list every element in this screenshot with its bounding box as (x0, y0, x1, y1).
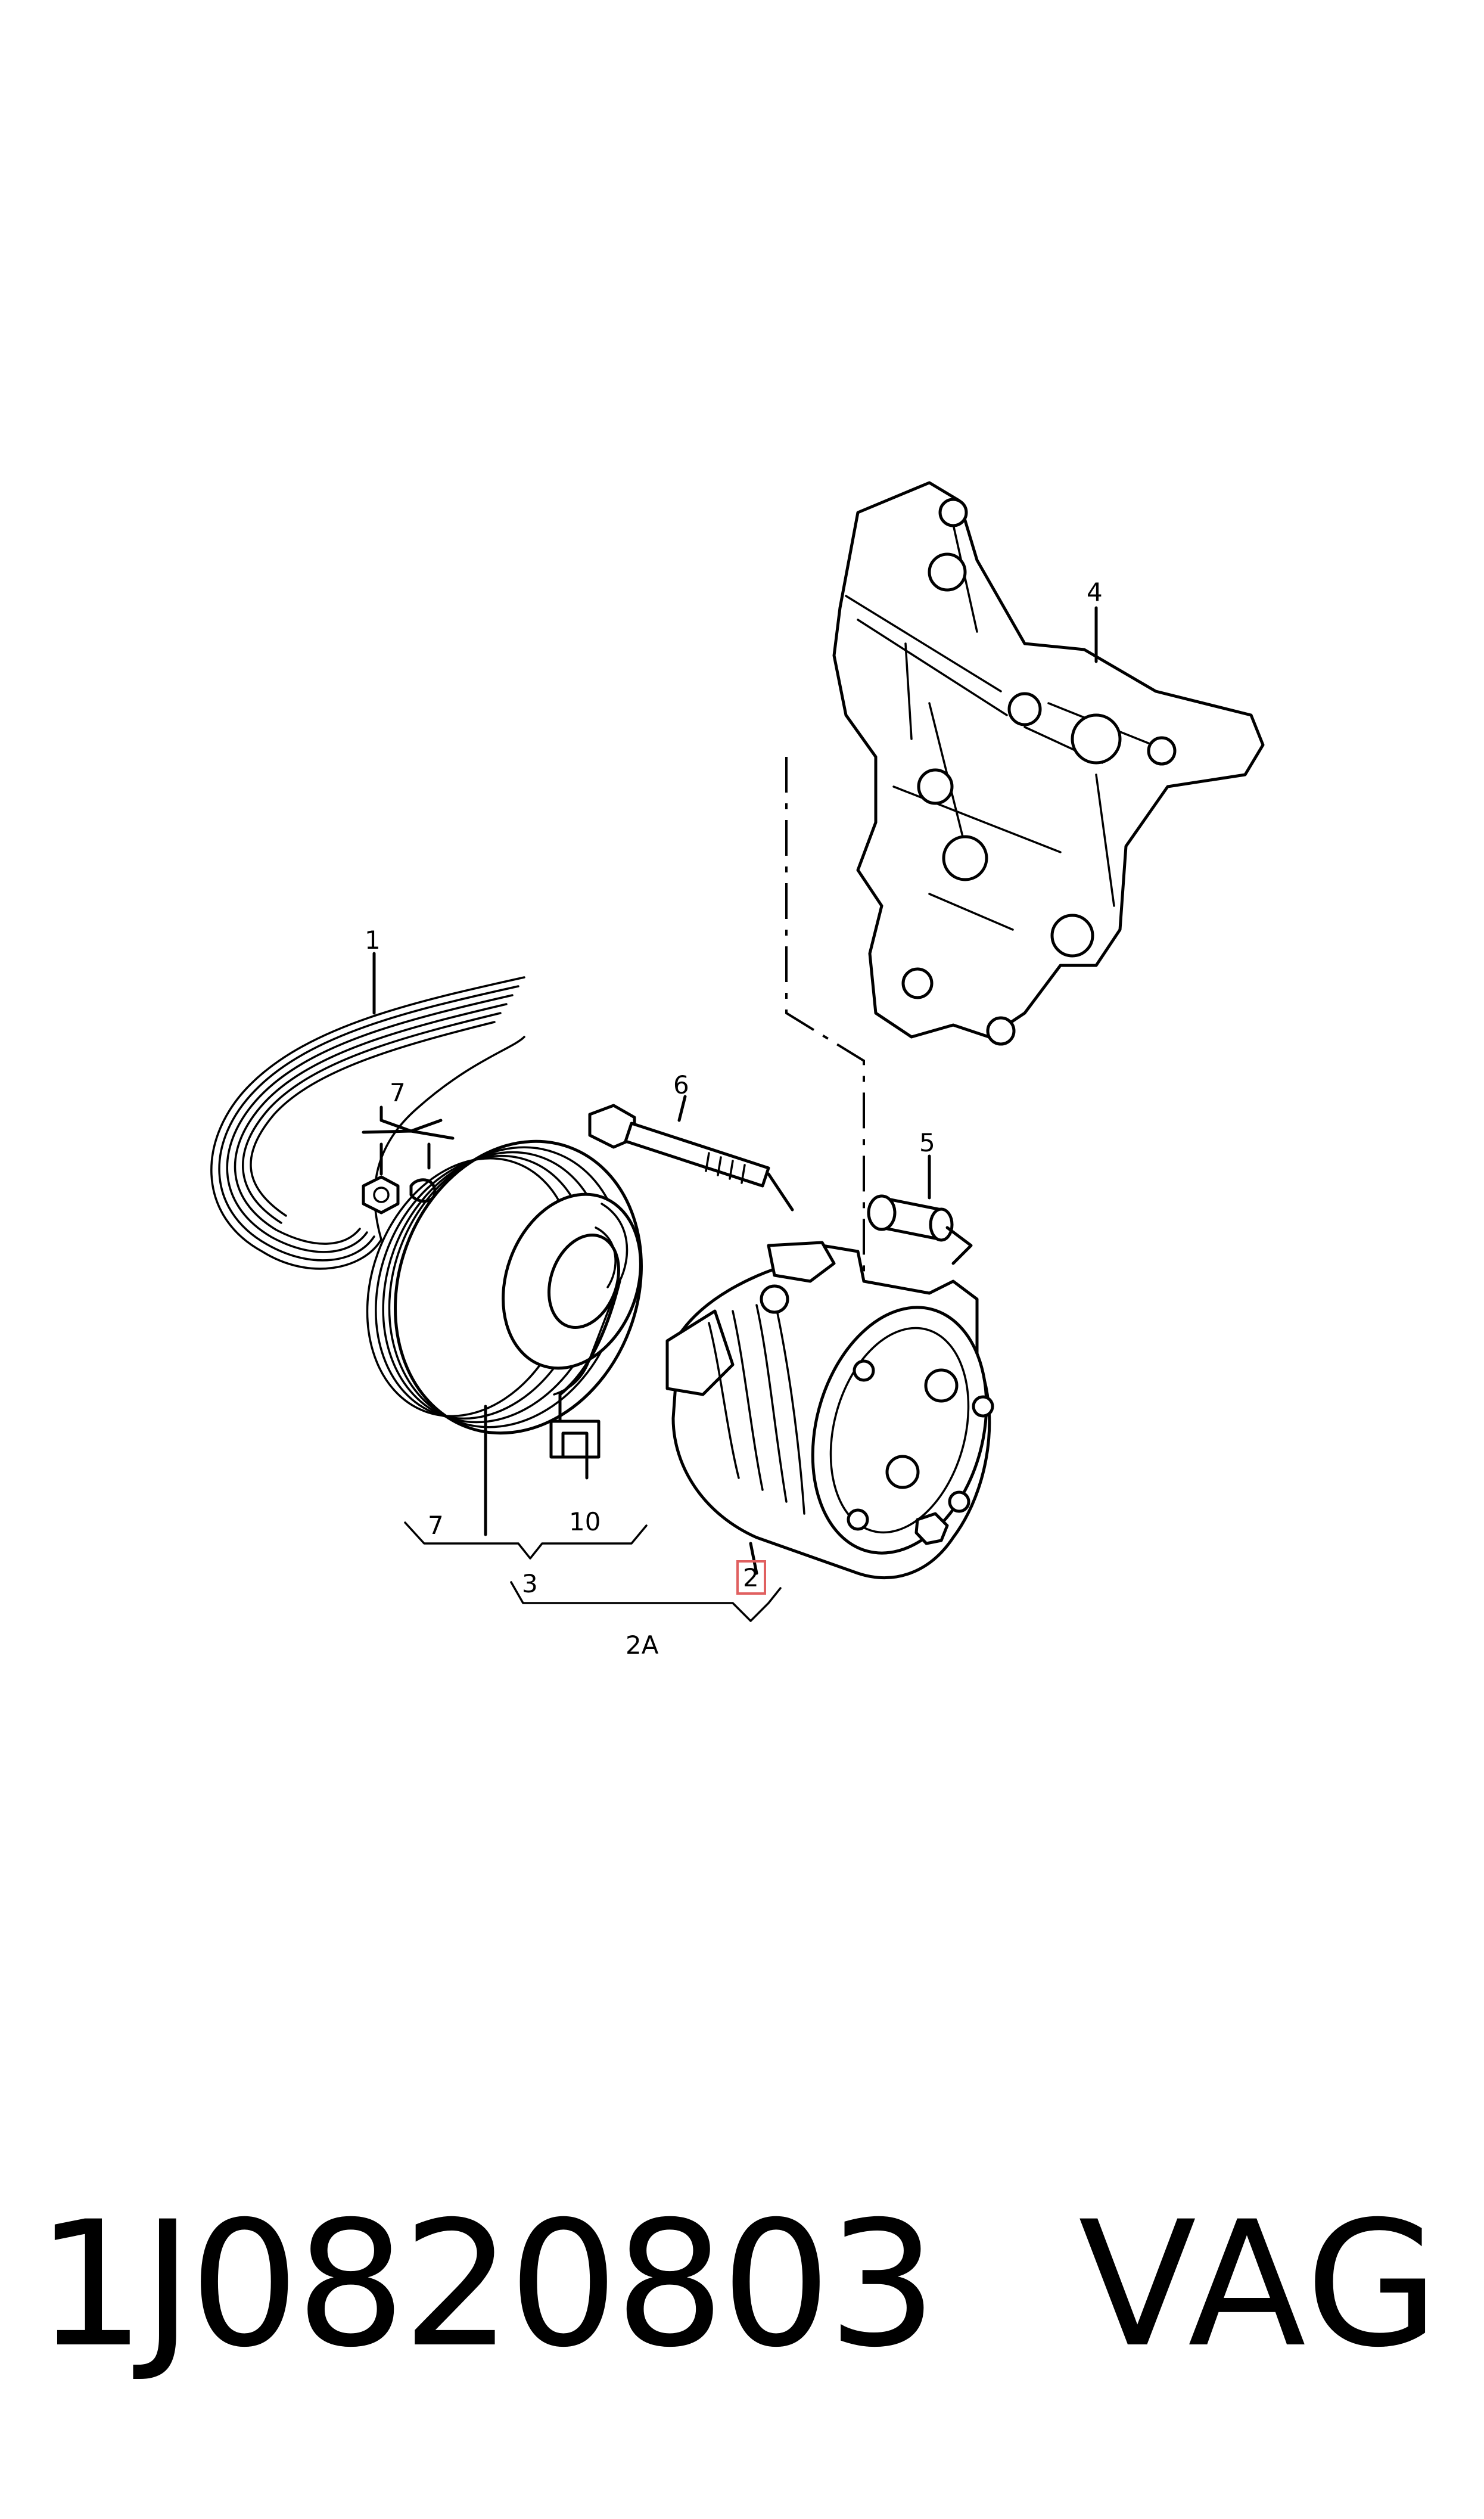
callout-2: 2 (743, 1563, 759, 1592)
callout-7-bottom: 7 (428, 1511, 444, 1540)
clutch-pulley (366, 1139, 643, 1536)
long-bolt (588, 1095, 794, 1212)
nut-and-key (362, 1105, 455, 1215)
drive-belt (210, 952, 525, 1270)
connector-lead (549, 1279, 621, 1480)
callout-2a: 2A (626, 1630, 659, 1660)
callout-5: 5 (919, 1128, 935, 1157)
callout-1: 1 (365, 925, 381, 955)
assembly-line (785, 757, 865, 1281)
part-number: 1J0820803 (36, 2185, 938, 2386)
group-brackets (404, 1521, 782, 1622)
callout-4: 4 (1087, 577, 1103, 607)
footer-caption: 1J0820803 VAG (0, 2145, 1484, 2419)
brand-name: VAG (1078, 2185, 1442, 2386)
callout-3: 3 (522, 1569, 538, 1598)
callout-7-top: 7 (390, 1078, 406, 1107)
bushing (867, 1154, 973, 1265)
mounting-bracket (832, 481, 1265, 1046)
callout-10: 10 (569, 1507, 601, 1536)
callout-2-highlight (736, 1560, 766, 1595)
callout-6: 6 (673, 1070, 689, 1099)
ac-compressor (665, 1241, 994, 1579)
